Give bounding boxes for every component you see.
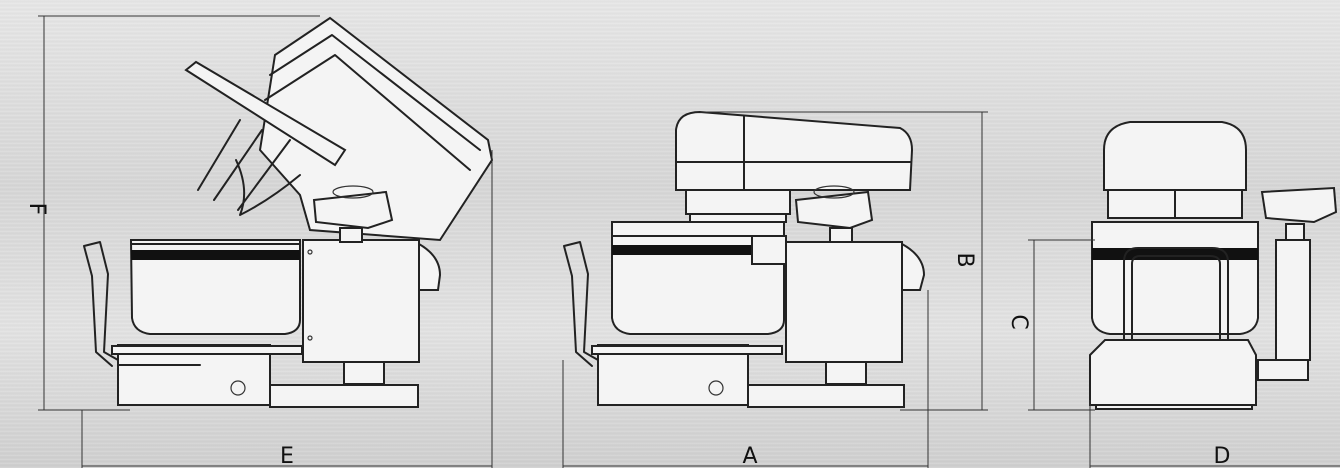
front-view: [1089, 121, 1338, 410]
bowl: [129, 239, 301, 335]
dimension-label-c: C: [1006, 314, 1031, 329]
base-rail: [269, 384, 419, 408]
bowl-knob-icon-2: [708, 380, 724, 396]
side-column-3: [1275, 239, 1311, 361]
bowl-guard-3: [1123, 247, 1229, 367]
control-panel: [312, 190, 394, 230]
bowl-knob-icon: [230, 380, 246, 396]
side-view-open-head: [83, 16, 494, 408]
column-body-2: [785, 241, 903, 363]
dimension-label-d: D: [1214, 444, 1231, 468]
mixer-head-2: [675, 110, 914, 191]
base-3: [1089, 339, 1257, 406]
control-panel-3: [1260, 186, 1338, 224]
bowl-3: [1091, 221, 1259, 335]
control-panel-2: [794, 190, 874, 230]
side-view-closed-head: [563, 110, 926, 408]
mixer-head-3: [1103, 121, 1247, 191]
dimension-lines: [38, 15, 1340, 468]
dimension-label-e: E: [280, 444, 294, 468]
dimension-label-f: F: [24, 203, 49, 216]
dimension-label-a: A: [742, 444, 757, 468]
spiral-arm: [184, 60, 347, 167]
mixer-head: [258, 16, 494, 242]
bowl-guard: [83, 241, 119, 367]
column-body: [302, 239, 420, 363]
bowl-guard-2: [563, 241, 599, 367]
dimension-label-b: B: [952, 252, 977, 267]
